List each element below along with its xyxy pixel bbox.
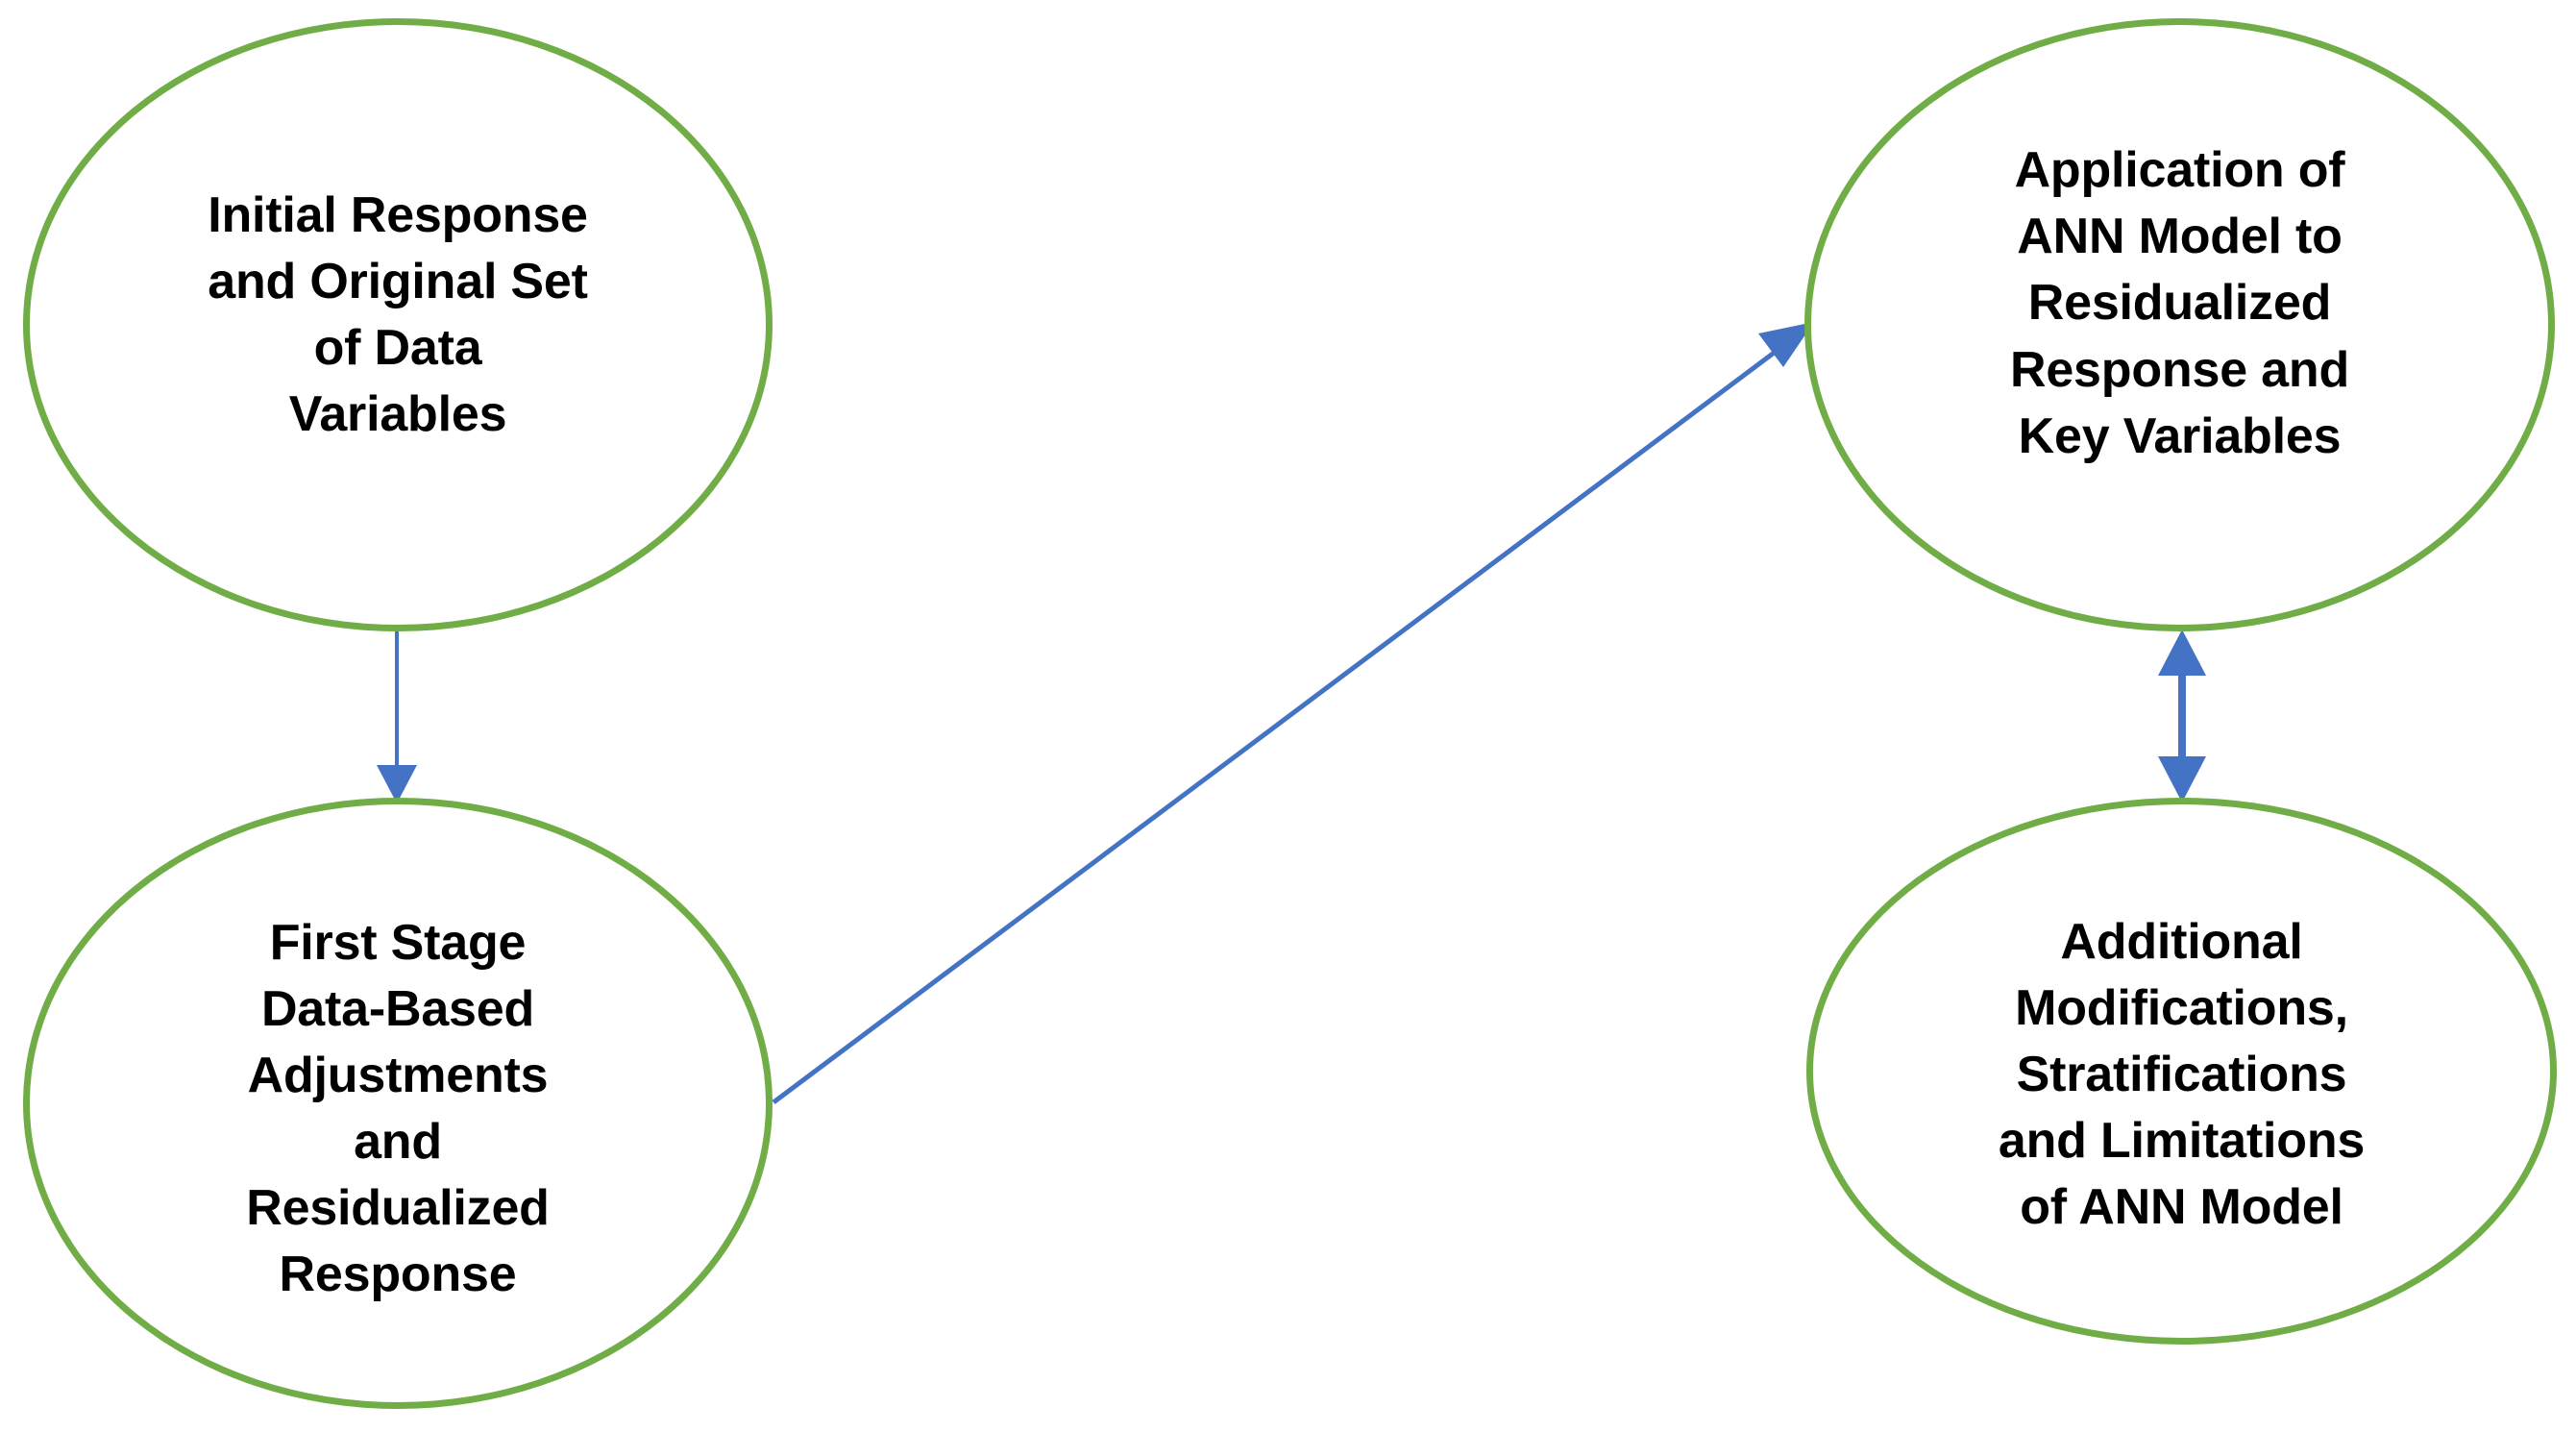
node-additional-modifications-label: Additional Modifications, Stratification… [1998, 913, 2366, 1236]
arrowhead-down-icon [377, 765, 417, 803]
node-additional-modifications[interactable]: Additional Modifications, Stratification… [1806, 798, 2557, 1345]
node-initial-response[interactable]: Initial Response and Original Set of Dat… [23, 18, 773, 631]
arrowhead-diagonal-icon [1758, 322, 1814, 367]
connector-line [772, 333, 1798, 1105]
node-first-stage-label: First Stage Data-Based Adjustments and R… [246, 914, 550, 1303]
connector-first-stage-to-ann-application[interactable] [772, 322, 1814, 1105]
node-ann-application[interactable]: Application of ANN Model to Residualized… [1804, 18, 2555, 631]
connector-initial-to-first-stage[interactable] [377, 631, 417, 803]
node-initial-response-label: Initial Response and Original Set of Dat… [208, 186, 588, 443]
node-first-stage[interactable]: First Stage Data-Based Adjustments and R… [23, 798, 773, 1409]
arrowhead-down-icon [2158, 756, 2206, 802]
arrowhead-up-icon [2158, 630, 2206, 676]
node-ann-application-label: Application of ANN Model to Residualized… [2009, 142, 2350, 464]
connector-ann-application-to-additional-modifications[interactable] [2158, 630, 2206, 802]
